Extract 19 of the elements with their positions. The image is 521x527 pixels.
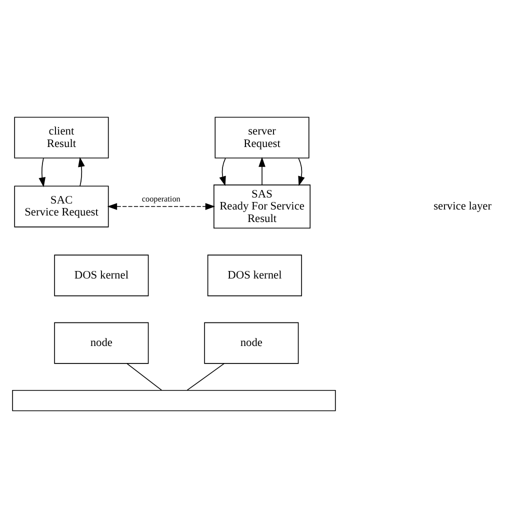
arrow	[78, 156, 84, 186]
node-box: server Request	[214, 116, 309, 158]
node-box: node	[204, 322, 298, 364]
arrow	[106, 202, 215, 210]
edge-label: cooperation	[141, 194, 180, 204]
arrow	[298, 157, 304, 186]
arrow	[38, 157, 45, 187]
node-box: DOS kernel	[54, 254, 148, 296]
arrow	[258, 156, 265, 185]
node-box: DOS kernel	[206, 254, 302, 296]
node-box: SAC Service Request	[14, 185, 108, 227]
connector	[186, 362, 224, 390]
label: service layer	[433, 200, 492, 212]
node-box: node	[54, 322, 148, 364]
arrow	[218, 157, 226, 186]
node-bar	[12, 389, 336, 411]
node-box: SAS Ready For Service Result	[213, 184, 310, 228]
connector	[126, 362, 162, 390]
node-box: client Result	[14, 116, 108, 158]
